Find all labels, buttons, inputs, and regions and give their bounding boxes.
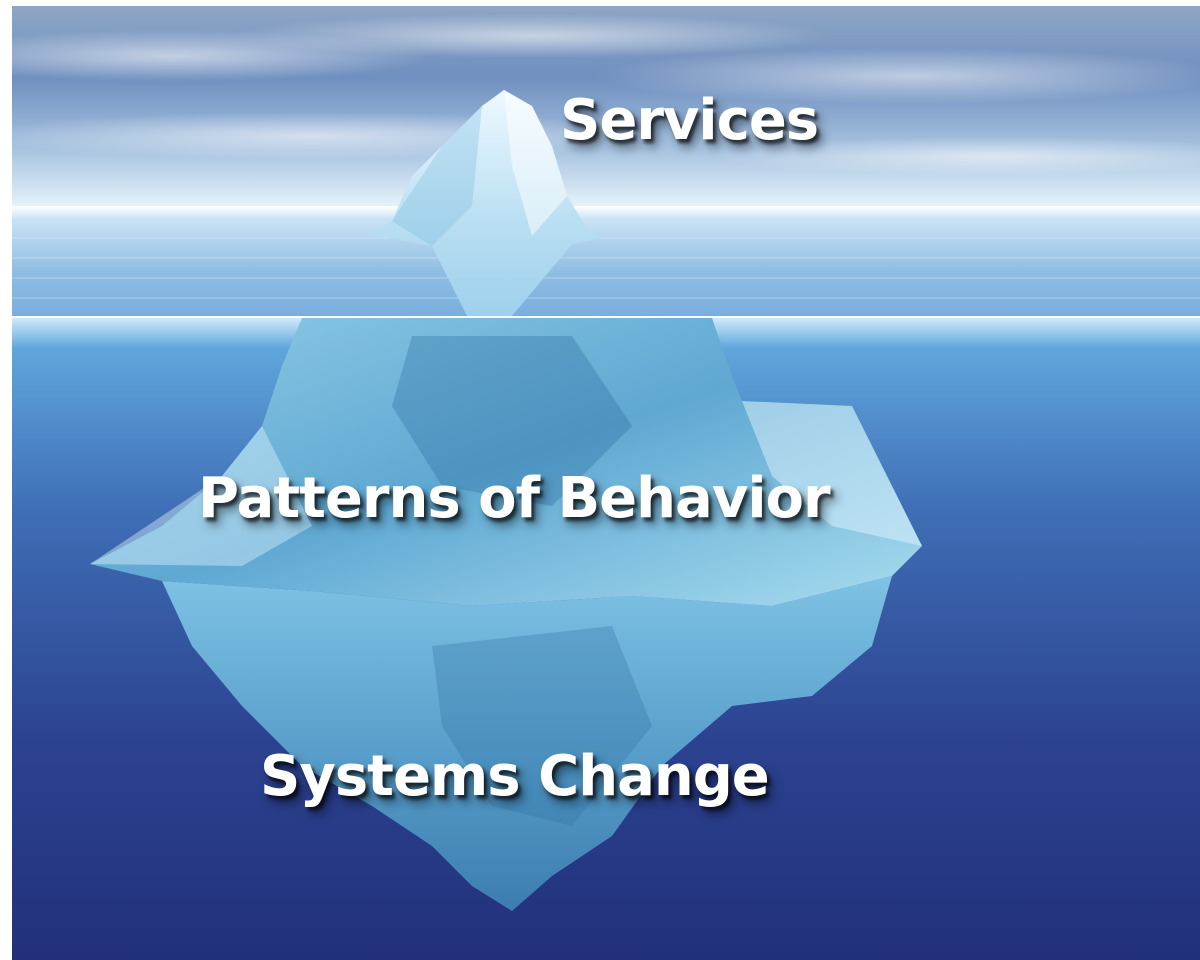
iceberg-lower-mass (162, 576, 892, 911)
iceberg-tip-highlight (504, 90, 567, 236)
label-systems-change: Systems Change (260, 744, 770, 809)
iceberg-illustration (12, 6, 1200, 960)
iceberg-scene: Services Patterns of Behavior Systems Ch… (12, 6, 1200, 960)
iceberg-tip-shadow (392, 106, 482, 246)
label-services: Services (560, 88, 819, 153)
surface-ripples (12, 237, 1200, 299)
ocean-surface (12, 206, 1200, 316)
ice-highlight-right (742, 401, 922, 546)
ice-shadow-center (392, 336, 632, 506)
ice-shadow-lower (432, 626, 652, 826)
iceberg-upper-mass (90, 318, 922, 606)
label-patterns-of-behavior: Patterns of Behavior (198, 466, 831, 531)
ice-highlight-left (90, 426, 312, 566)
